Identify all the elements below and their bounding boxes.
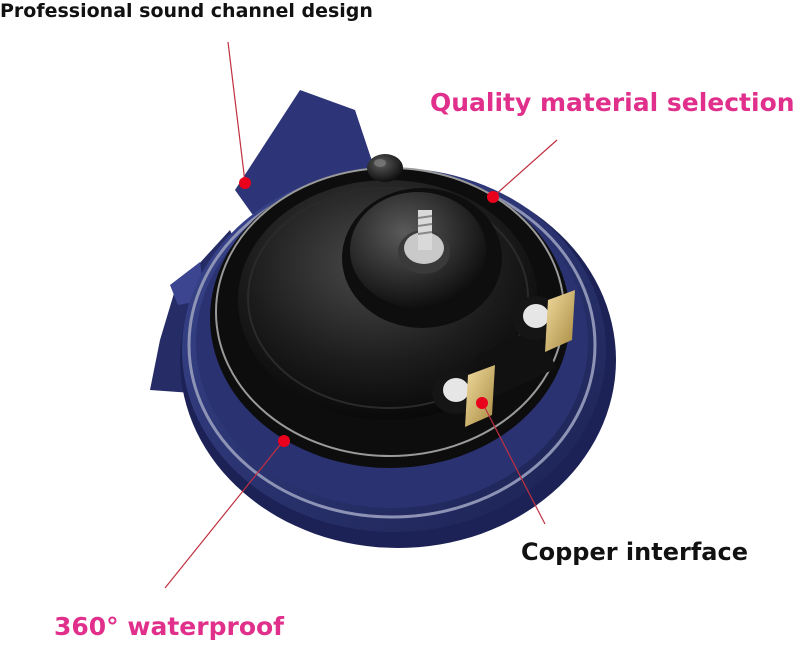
callout-dots	[239, 177, 499, 447]
callout-label-material: Quality material selection	[430, 88, 795, 117]
callout-leaders	[164, 41, 558, 589]
center-dome	[342, 188, 502, 328]
callout-label-sound-channel: Professional sound channel design	[0, 0, 373, 22]
vent-cap	[367, 154, 403, 182]
callout-label-copper: Copper interface	[521, 538, 748, 566]
callout-label-waterproof: 360° waterproof	[54, 612, 285, 641]
copper-terminals	[432, 290, 575, 427]
